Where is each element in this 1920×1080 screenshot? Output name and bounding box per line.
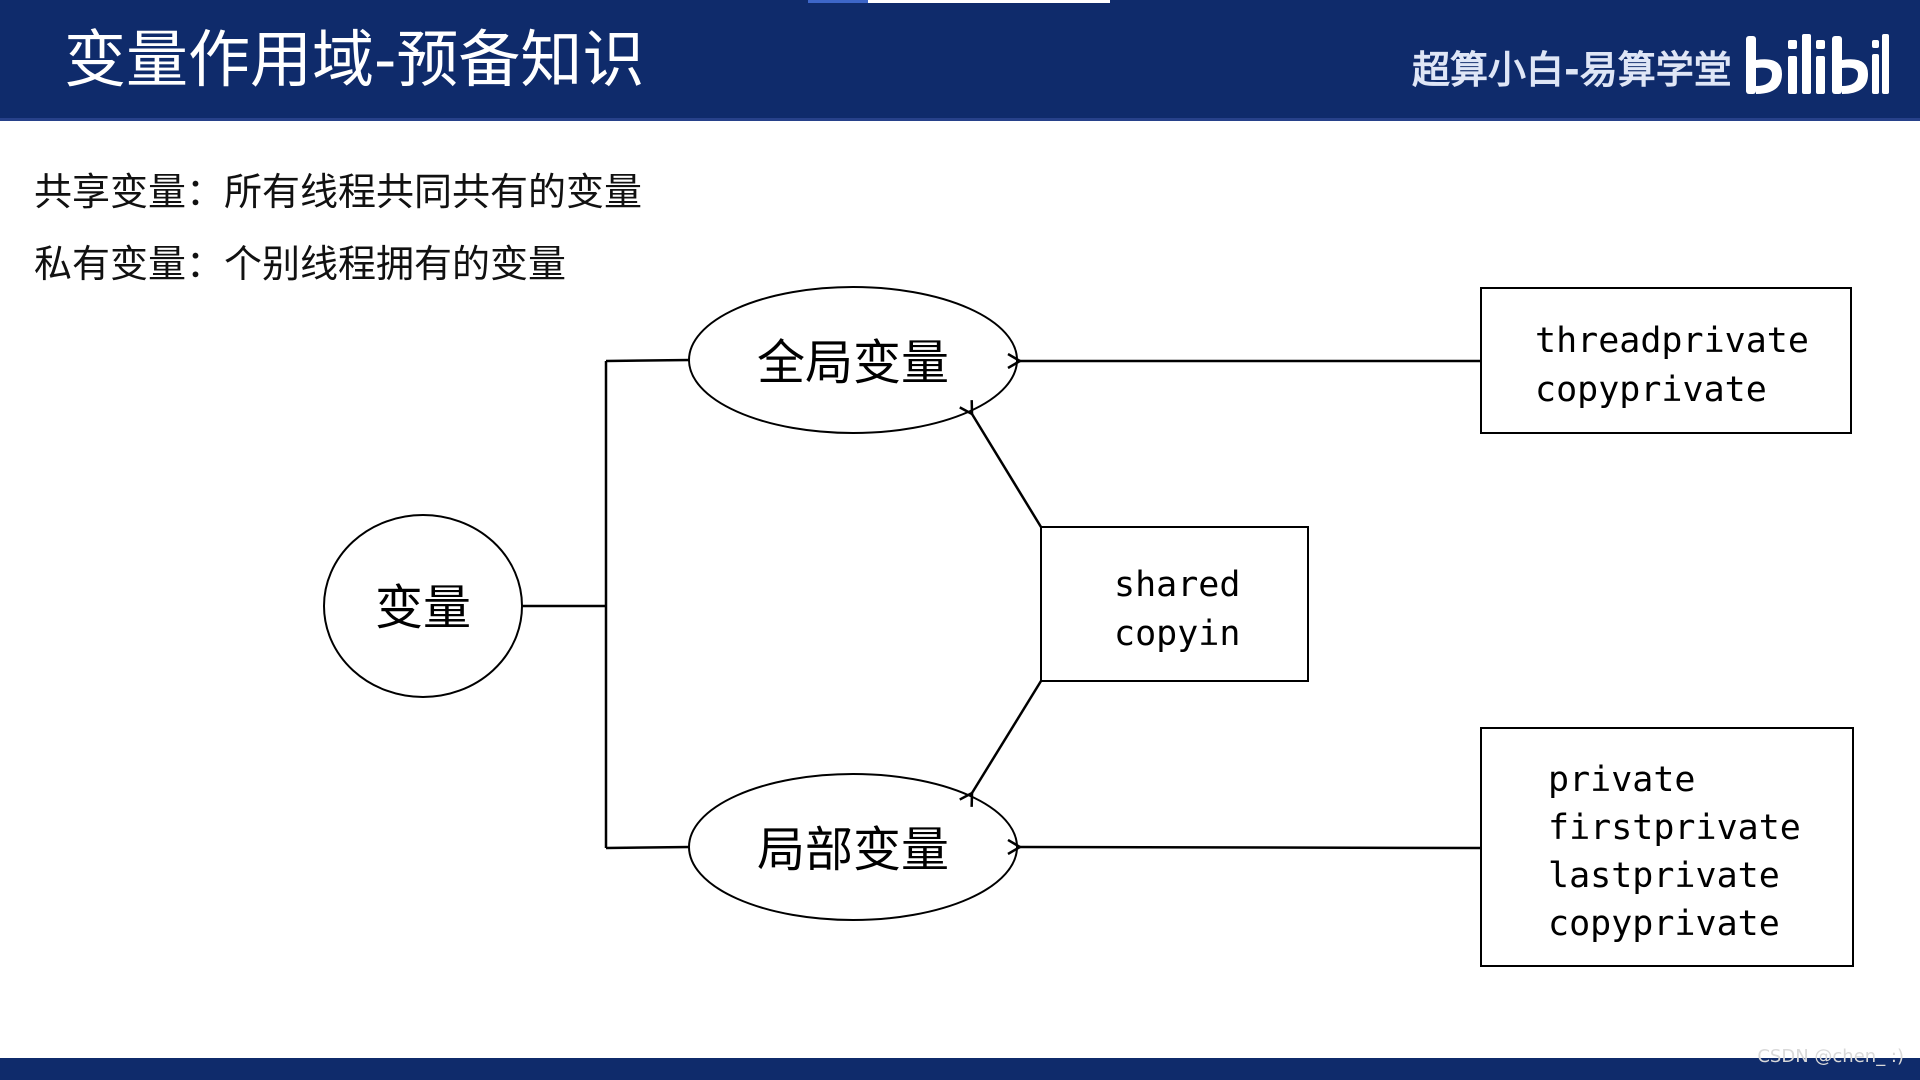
shared-to-local-arrow — [972, 680, 1043, 793]
private-variable-definition: 私有变量：个别线程拥有的变量 — [34, 242, 567, 286]
header-accent-light — [868, 0, 1110, 3]
global-variable-label: 全局变量 — [757, 335, 949, 391]
local-clauses-arrow — [1020, 847, 1482, 848]
root-label: 变量 — [375, 580, 471, 636]
local-clause: private — [1548, 760, 1696, 800]
bracket-top — [605, 358, 691, 363]
shared-to-global-arrow — [972, 414, 1043, 528]
shared-clause: shared — [1114, 565, 1240, 605]
local-clause: lastprivate — [1548, 856, 1780, 896]
brand-text: 超算小白-易算学堂 — [1412, 48, 1732, 92]
local-variable-label: 局部变量 — [757, 822, 949, 878]
page-title: 变量作用域-预备知识 — [64, 23, 645, 96]
header-accent — [808, 0, 868, 3]
global-clause: copyprivate — [1535, 370, 1767, 410]
bilibili-logo — [1746, 34, 1889, 94]
watermark: CSDN @chen_ :) — [1757, 1046, 1904, 1067]
local-clause: firstprivate — [1548, 808, 1801, 848]
global-clause: threadprivate — [1535, 321, 1809, 361]
bracket-bottom — [605, 845, 691, 850]
shared-clauses-box — [1040, 526, 1309, 682]
local-clause: copyprivate — [1548, 904, 1780, 944]
shared-clause: copyin — [1114, 614, 1240, 654]
footer-bar — [0, 1058, 1920, 1080]
header-bar: 变量作用域-预备知识 超算小白-易算学堂 — [0, 0, 1920, 121]
shared-variable-definition: 共享变量：所有线程共同共有的变量 — [34, 170, 643, 214]
